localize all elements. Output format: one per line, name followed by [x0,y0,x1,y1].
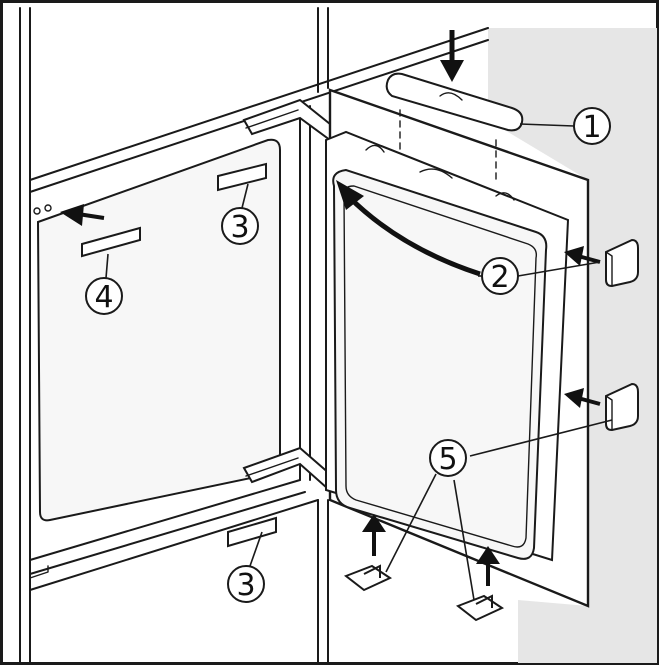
callout-3-upper: 3 [221,207,259,245]
appliance-door [325,88,590,608]
callout-5: 5 [429,439,467,477]
callout-5-label: 5 [438,442,457,477]
arrow-left-icon [564,388,601,408]
arrow-up-icon [362,514,386,556]
hinge-cover-lower-part [227,516,277,548]
callout-3-upper-label: 3 [230,210,249,245]
top-cover [385,72,524,185]
foot-left [343,564,393,592]
foot-right [455,594,505,622]
arrow-down-icon [440,30,464,82]
arrow-left-icon [60,204,105,226]
callout-2: 2 [481,257,519,295]
callout-4: 4 [85,277,123,315]
side-cap-upper [605,238,639,288]
callout-3-lower-label: 3 [236,568,255,603]
appliance-housing [33,138,281,522]
callout-3-lower: 3 [227,565,265,603]
wall-shade [488,28,657,663]
callout-2-label: 2 [490,260,509,295]
housing-cover-part [81,226,141,258]
callout-4-label: 4 [94,280,113,315]
arrow-left-icon [564,246,601,266]
arrow-up-icon [476,546,500,586]
leader-lines [105,123,613,601]
callout-1-label: 1 [582,110,601,145]
callout-1: 1 [573,107,611,145]
seal-curved-arrow-icon [336,180,481,277]
hinge-cover-upper-part [217,162,267,192]
